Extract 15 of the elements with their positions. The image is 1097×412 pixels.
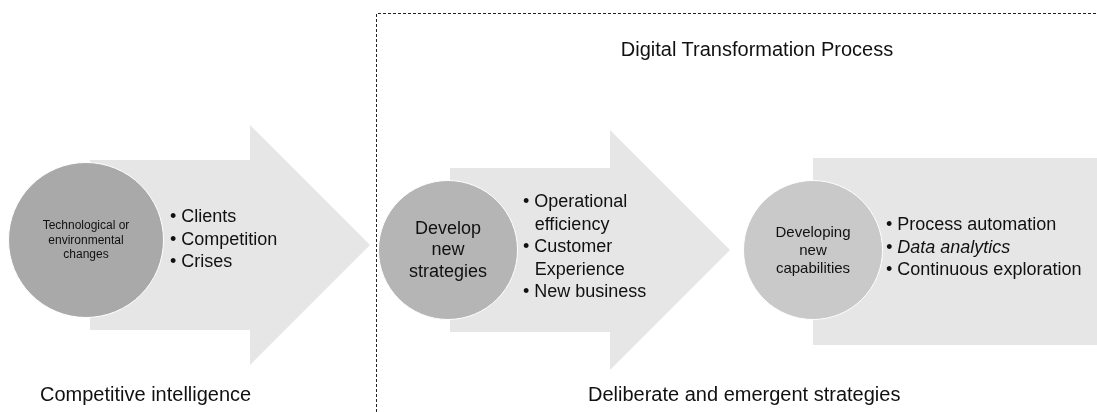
- bullet-item: • Data analytics: [886, 235, 1012, 258]
- section-label: Deliberate and emergent strategies: [588, 383, 901, 406]
- bullet-item: • Crises: [170, 250, 234, 273]
- bullet-item: • Clients: [170, 205, 238, 228]
- bullet-item: • Customer Experience: [523, 235, 626, 280]
- bullet-item: • Operational efficiency: [523, 190, 629, 235]
- bullet-item: • Process automation: [886, 213, 1058, 236]
- bullet-item: • New business: [523, 280, 648, 303]
- section-label: Competitive intelligence: [40, 383, 252, 406]
- circle-label: Develop new strategies: [408, 217, 489, 283]
- bullet-item: • Competition: [170, 227, 279, 250]
- bullet-item: • Continuous exploration: [886, 258, 1083, 281]
- circle-label: Developing new capabilities: [774, 223, 852, 277]
- circle-label: Technological or environmental changes: [41, 218, 131, 262]
- section-title: Digital Transformation Process: [619, 38, 895, 61]
